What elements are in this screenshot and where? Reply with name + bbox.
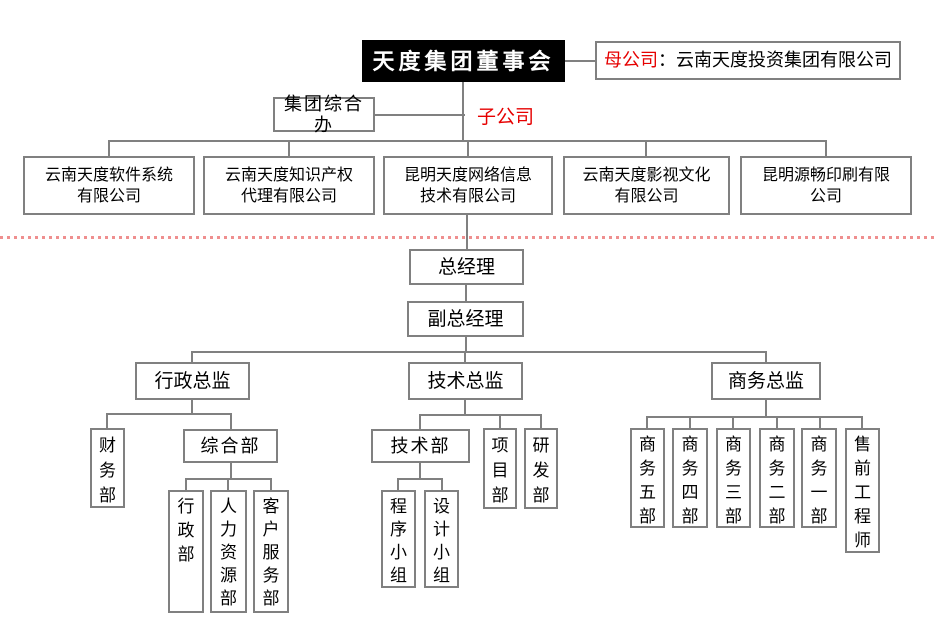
company-name-line1: 云南天度知识产权 — [224, 166, 353, 184]
connector-line — [375, 114, 465, 116]
parent-company-name: ：云南天度投资集团有限公司 — [658, 50, 892, 70]
director-box-tech: 技术总监 — [408, 362, 523, 400]
group-office-box: 集团综合办 — [273, 94, 375, 135]
connector-line — [565, 60, 595, 62]
dept-box-biz4: 商务四部 — [672, 428, 708, 528]
dept-tech-label: 技术部 — [390, 435, 451, 456]
director-box-business: 商务总监 — [711, 362, 821, 400]
company-name-line1: 云南天度影视文化 — [582, 166, 711, 184]
section-divider-dotted-line — [0, 236, 937, 239]
connector-line — [464, 351, 466, 362]
director-box-admin: 行政总监 — [135, 362, 250, 400]
connector-line — [732, 416, 734, 428]
company-name-line2: 代理有限公司 — [240, 187, 337, 205]
connector-line — [230, 413, 232, 429]
team-box-program: 程序小组 — [381, 490, 416, 588]
connector-line — [191, 351, 193, 362]
group-office-label: 集团综合办 — [284, 93, 364, 135]
dept-box-biz2: 商务二部 — [759, 428, 795, 528]
director-admin-label: 行政总监 — [154, 370, 231, 392]
dept-box-finance: 财务部 — [90, 428, 125, 508]
company-name-line1: 昆明源畅印刷有限 — [761, 166, 890, 184]
company-box-software: 云南天度软件系统 有限公司 — [23, 156, 195, 215]
connector-line — [765, 400, 767, 418]
connector-line — [825, 140, 827, 156]
connector-line — [689, 416, 691, 428]
connector-line — [230, 463, 232, 480]
company-box-ip-agency: 云南天度知识产权 代理有限公司 — [203, 156, 375, 215]
connector-line — [397, 478, 443, 480]
connector-line — [441, 478, 443, 490]
parent-company-text: 母公司：云南天度投资集团有限公司 — [604, 50, 892, 71]
connector-line — [765, 351, 767, 362]
subsidiary-label: 子公司 — [477, 107, 535, 128]
general-manager-label: 总经理 — [437, 256, 495, 278]
dept-box-biz5: 商务五部 — [630, 428, 665, 528]
connector-line — [106, 413, 232, 415]
parent-company-label: 母公司 — [604, 50, 658, 70]
connector-line — [646, 416, 863, 418]
connector-line — [419, 414, 542, 416]
connector-line — [191, 400, 193, 415]
dept-box-project: 项目部 — [483, 428, 517, 509]
connector-line — [776, 416, 778, 428]
connector-line — [227, 478, 229, 490]
connector-line — [397, 478, 399, 490]
director-tech-label: 技术总监 — [427, 370, 504, 392]
board-of-directors-box: 天度集团董事会 — [362, 40, 565, 82]
parent-company-box: 母公司：云南天度投资集团有限公司 — [595, 41, 901, 80]
company-name-line2: 技术有限公司 — [419, 187, 516, 205]
connector-line — [466, 215, 468, 249]
dept-box-presales-engineer: 售前工程师 — [845, 428, 880, 553]
team-box-design: 设计小组 — [424, 490, 459, 588]
dept-box-general-affairs: 综合部 — [183, 429, 278, 463]
dept-general-affairs-label: 综合部 — [200, 435, 261, 456]
company-box-film-culture: 云南天度影视文化 有限公司 — [563, 156, 730, 215]
director-business-label: 商务总监 — [727, 370, 804, 392]
dept-box-biz1: 商务一部 — [801, 428, 837, 528]
company-name-line1: 云南天度软件系统 — [44, 166, 173, 184]
company-box-printing: 昆明源畅印刷有限 公司 — [740, 156, 912, 215]
company-name-line2: 公司 — [809, 187, 842, 205]
company-name-line1: 昆明天度网络信息 — [403, 166, 532, 184]
connector-line — [462, 82, 464, 142]
connector-line — [646, 416, 648, 428]
dept-box-rnd: 研发部 — [524, 428, 558, 509]
connector-line — [108, 140, 110, 156]
dept-box-biz3: 商务三部 — [716, 428, 751, 528]
connector-line — [499, 414, 501, 428]
connector-line — [270, 478, 272, 490]
general-manager-box: 总经理 — [409, 249, 524, 285]
deputy-general-manager-label: 副总经理 — [427, 308, 504, 330]
connector-line — [465, 285, 467, 301]
connector-line — [540, 414, 542, 428]
connector-line — [467, 140, 469, 156]
connector-line — [465, 337, 467, 352]
company-name-line2: 有限公司 — [614, 187, 679, 205]
company-box-network-info: 昆明天度网络信息 技术有限公司 — [383, 156, 553, 215]
connector-line — [106, 413, 108, 428]
deputy-general-manager-box: 副总经理 — [407, 301, 524, 337]
dept-box-admin: 行政部 — [168, 490, 204, 613]
connector-line — [288, 140, 290, 156]
dept-box-customer-service: 客户服务部 — [253, 490, 289, 613]
dept-box-tech: 技术部 — [371, 429, 470, 463]
connector-line — [464, 400, 466, 416]
board-of-directors-label: 天度集团董事会 — [372, 48, 555, 74]
connector-line — [645, 140, 647, 156]
connector-line — [191, 351, 767, 353]
company-name-line2: 有限公司 — [76, 187, 141, 205]
connector-line — [185, 478, 187, 490]
connector-line — [419, 463, 421, 480]
dept-box-hr: 人力资源部 — [210, 490, 247, 613]
connector-line — [861, 416, 863, 428]
connector-line — [419, 414, 421, 429]
connector-line — [819, 416, 821, 428]
